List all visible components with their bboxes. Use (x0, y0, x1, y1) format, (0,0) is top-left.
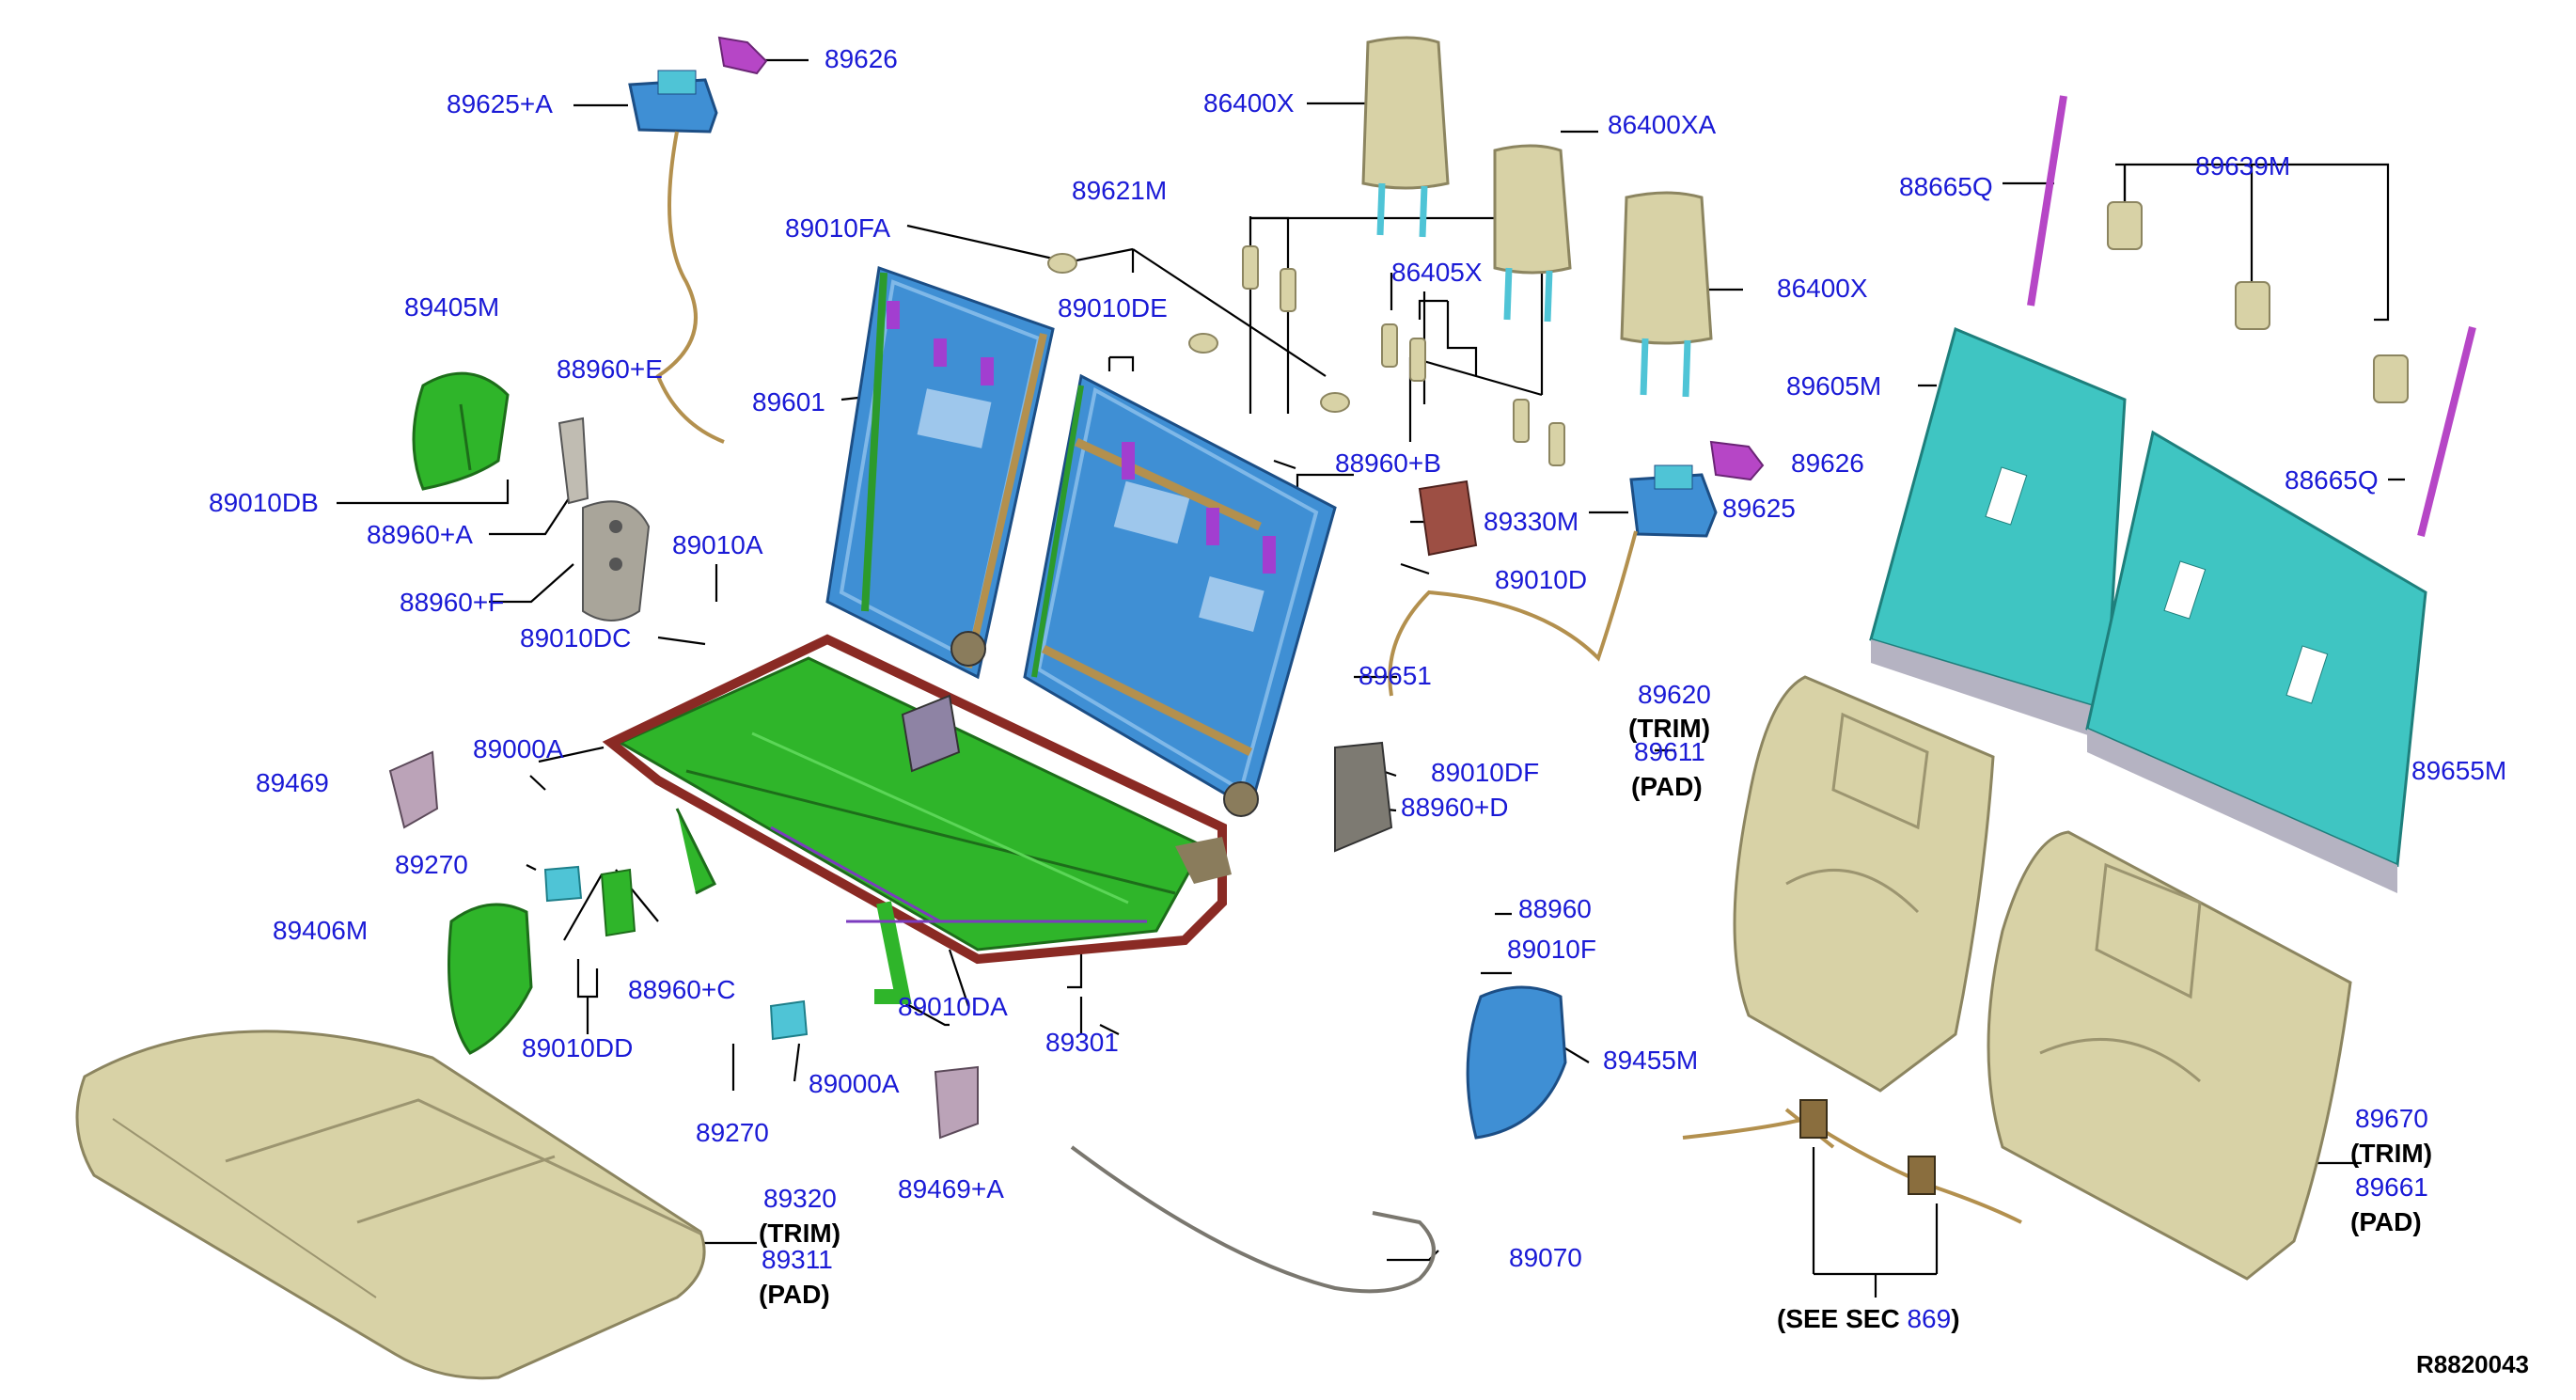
label-89010df[interactable]: 89010DF (1431, 758, 1540, 787)
label-86400xa[interactable]: 86400XA (1608, 110, 1717, 139)
label-89070[interactable]: 89070 (1509, 1243, 1582, 1272)
label-89000a-top[interactable]: 89000A (473, 734, 564, 763)
label-89651[interactable]: 89651 (1359, 661, 1432, 690)
label-89455m[interactable]: 89455M (1603, 1046, 1699, 1075)
label-89661-pad: (PAD) (2350, 1207, 2422, 1236)
seatback-89620 (1733, 675, 1995, 1093)
bracket-88960d (1334, 741, 1393, 853)
label-89320-trim: (TRIM) (759, 1219, 841, 1248)
label-89010d[interactable]: 89010D (1495, 565, 1588, 594)
label-88960f[interactable]: 88960+F (400, 588, 505, 617)
label-89010a[interactable]: 89010A (672, 530, 763, 559)
label-89406m[interactable]: 89406M (273, 916, 369, 945)
label-88960e[interactable]: 88960+E (557, 354, 663, 384)
label-89010dc[interactable]: 89010DC (520, 623, 632, 653)
label-88665q-top[interactable]: 88665Q (1899, 172, 1993, 201)
bracket-88960f (582, 500, 651, 621)
label-89611[interactable]: 89611 (1634, 737, 1705, 766)
back-panel-89605m (1869, 326, 2127, 743)
label-89620-trim: (TRIM) (1628, 714, 1711, 743)
label-86400x-left[interactable]: 86400X (1203, 88, 1295, 118)
seatback-89670 (1987, 830, 2352, 1281)
clip-89270-top (543, 865, 583, 903)
bracket-89626-top (717, 36, 768, 75)
label-88960d[interactable]: 88960+D (1401, 793, 1509, 822)
label-89639m[interactable]: 89639M (2195, 151, 2291, 181)
label-89010da[interactable]: 89010DA (898, 992, 1008, 1021)
label-89010db[interactable]: 89010DB (209, 488, 319, 517)
label-89270-top[interactable]: 89270 (395, 850, 468, 879)
see-sec-suffix: ) (1951, 1304, 1960, 1333)
label-89301[interactable]: 89301 (1045, 1028, 1119, 1057)
label-88665q-right[interactable]: 88665Q (2285, 465, 2379, 495)
leader-lines (337, 58, 2405, 1298)
label-88960[interactable]: 88960 (1518, 894, 1592, 923)
label-89010de[interactable]: 89010DE (1058, 293, 1168, 322)
label-88960a[interactable]: 88960+A (367, 520, 473, 549)
label-89605m[interactable]: 89605M (1786, 371, 1882, 401)
motor-89625 (1388, 464, 1718, 697)
label-86405x[interactable]: 86405X (1391, 258, 1483, 287)
figure-id: R8820043 (2416, 1350, 2529, 1378)
bracket-88960a (558, 417, 589, 505)
label-89670[interactable]: 89670 (2355, 1104, 2428, 1133)
back-panel-89655m (2085, 430, 2427, 893)
label-89621m[interactable]: 89621M (1072, 176, 1168, 205)
label-89010fa[interactable]: 89010FA (785, 213, 891, 243)
label-86400x-right[interactable]: 86400X (1777, 274, 1868, 303)
headrest-guides (1242, 245, 1565, 466)
label-89405m[interactable]: 89405M (404, 292, 500, 322)
label-see-sec: (SEE SEC 869) (1777, 1305, 1960, 1333)
label-88960c[interactable]: 88960+C (628, 975, 736, 1004)
label-89320[interactable]: 89320 (763, 1184, 837, 1213)
label-89469[interactable]: 89469 (256, 768, 329, 797)
label-89625a[interactable]: 89625+A (447, 89, 553, 118)
label-88960b[interactable]: 88960+B (1335, 448, 1441, 478)
label-89010dd[interactable]: 89010DD (522, 1033, 634, 1062)
label-89626-right[interactable]: 89626 (1791, 448, 1864, 478)
label-89311-pad: (PAD) (759, 1280, 830, 1309)
bracket-89469 (388, 750, 439, 829)
clips-89621m (1047, 253, 1350, 413)
headrest-86400x-right (1620, 191, 1713, 398)
cover-89406m (448, 903, 533, 1055)
label-89330m[interactable]: 89330M (1484, 507, 1579, 536)
label-89655m[interactable]: 89655M (2411, 756, 2507, 785)
bracket-89469a (934, 1065, 979, 1140)
label-89661[interactable]: 89661 (2355, 1172, 2428, 1202)
rods-88665q (2027, 95, 2476, 537)
bracket-89330m (1418, 480, 1478, 557)
seat-back-frame-left (825, 265, 1055, 680)
label-89000a-bottom[interactable]: 89000A (809, 1069, 900, 1098)
label-89010f[interactable]: 89010F (1507, 935, 1596, 964)
see-sec-prefix: (SEE SEC (1777, 1304, 1908, 1333)
label-89611-pad: (PAD) (1631, 772, 1703, 801)
headrest-86400x-left (1361, 36, 1450, 238)
see-sec-link[interactable]: 869 (1907, 1304, 1952, 1333)
label-89626-top[interactable]: 89626 (825, 44, 898, 73)
label-89601[interactable]: 89601 (752, 387, 825, 417)
seat-cushion-pad (75, 1030, 706, 1380)
motor-89625a (628, 70, 725, 444)
clip-89270-bottom (769, 999, 809, 1041)
label-89311[interactable]: 89311 (762, 1245, 833, 1274)
seat-back-frame-right (1023, 373, 1337, 817)
headrest-86400xa (1493, 144, 1572, 322)
seat-cushion-frame (602, 634, 1232, 1004)
harness-sec-869 (1682, 1108, 2022, 1224)
cover-89405m (412, 371, 510, 491)
connectors-sec-869 (1799, 1099, 1936, 1195)
label-89670-trim: (TRIM) (2350, 1139, 2433, 1168)
label-89620[interactable]: 89620 (1638, 680, 1711, 709)
clips-89639m (2107, 201, 2409, 403)
bracket-88960c (600, 868, 636, 937)
bracket-89626-right (1709, 440, 1765, 481)
harness-89070 (1070, 1145, 1436, 1294)
pad-89455m (1466, 985, 1567, 1140)
label-89270-bottom[interactable]: 89270 (696, 1118, 769, 1147)
label-89469a[interactable]: 89469+A (898, 1174, 1004, 1203)
label-89625[interactable]: 89625 (1722, 494, 1796, 523)
